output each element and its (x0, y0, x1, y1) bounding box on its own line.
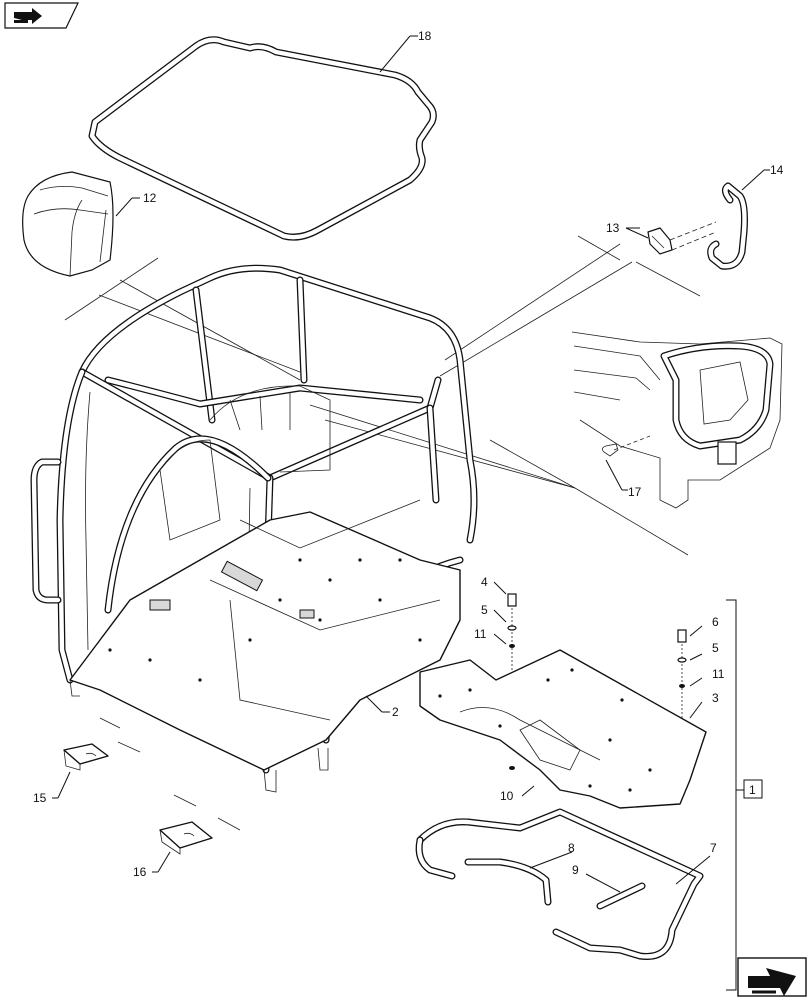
callout-5a: 5 (481, 603, 488, 617)
callout-15: 15 (33, 791, 47, 805)
cab-frame-part (30, 264, 478, 793)
next-page-arrow-icon[interactable] (737, 957, 807, 997)
book-arrow-icon[interactable] (4, 2, 79, 29)
callout-9: 9 (572, 863, 579, 877)
floor-seal-part (415, 808, 704, 960)
roof-seal-part (88, 36, 437, 241)
callout-10: 10 (500, 789, 514, 803)
callout-11b: 11 (712, 667, 725, 681)
callout-16: 16 (133, 865, 147, 879)
floor-mat-part (419, 649, 707, 809)
callout-13: 13 (606, 221, 620, 235)
detail-view-panel (571, 331, 783, 509)
fastener-stack-right (677, 629, 687, 720)
callout-18: 18 (418, 29, 432, 43)
bracket-part-15 (63, 743, 109, 771)
callout-12: 12 (143, 191, 157, 205)
callout-3: 3 (712, 691, 719, 705)
callout-1: 1 (749, 783, 756, 797)
callout-8: 8 (568, 841, 575, 855)
callout-labels: 18 12 14 13 17 4 5 11 6 5 11 3 2 1 10 15… (33, 29, 784, 879)
seal-strip-part (464, 858, 552, 906)
callout-5b: 5 (712, 641, 719, 655)
callout-6: 6 (712, 615, 719, 629)
clip-part (647, 227, 673, 255)
callout-17: 17 (628, 485, 642, 499)
callout-7: 7 (710, 841, 717, 855)
seal-bar-part (596, 882, 646, 910)
roof-light-cover-part (22, 171, 114, 277)
bracket-part-16 (159, 821, 213, 855)
assembly-bracket (726, 599, 763, 991)
leader-lines (64, 235, 701, 831)
callout-14: 14 (770, 163, 784, 177)
callout-2: 2 (392, 705, 399, 719)
grab-handle-part (707, 182, 748, 270)
callout-11a: 11 (474, 627, 487, 641)
callout-4: 4 (481, 575, 488, 589)
